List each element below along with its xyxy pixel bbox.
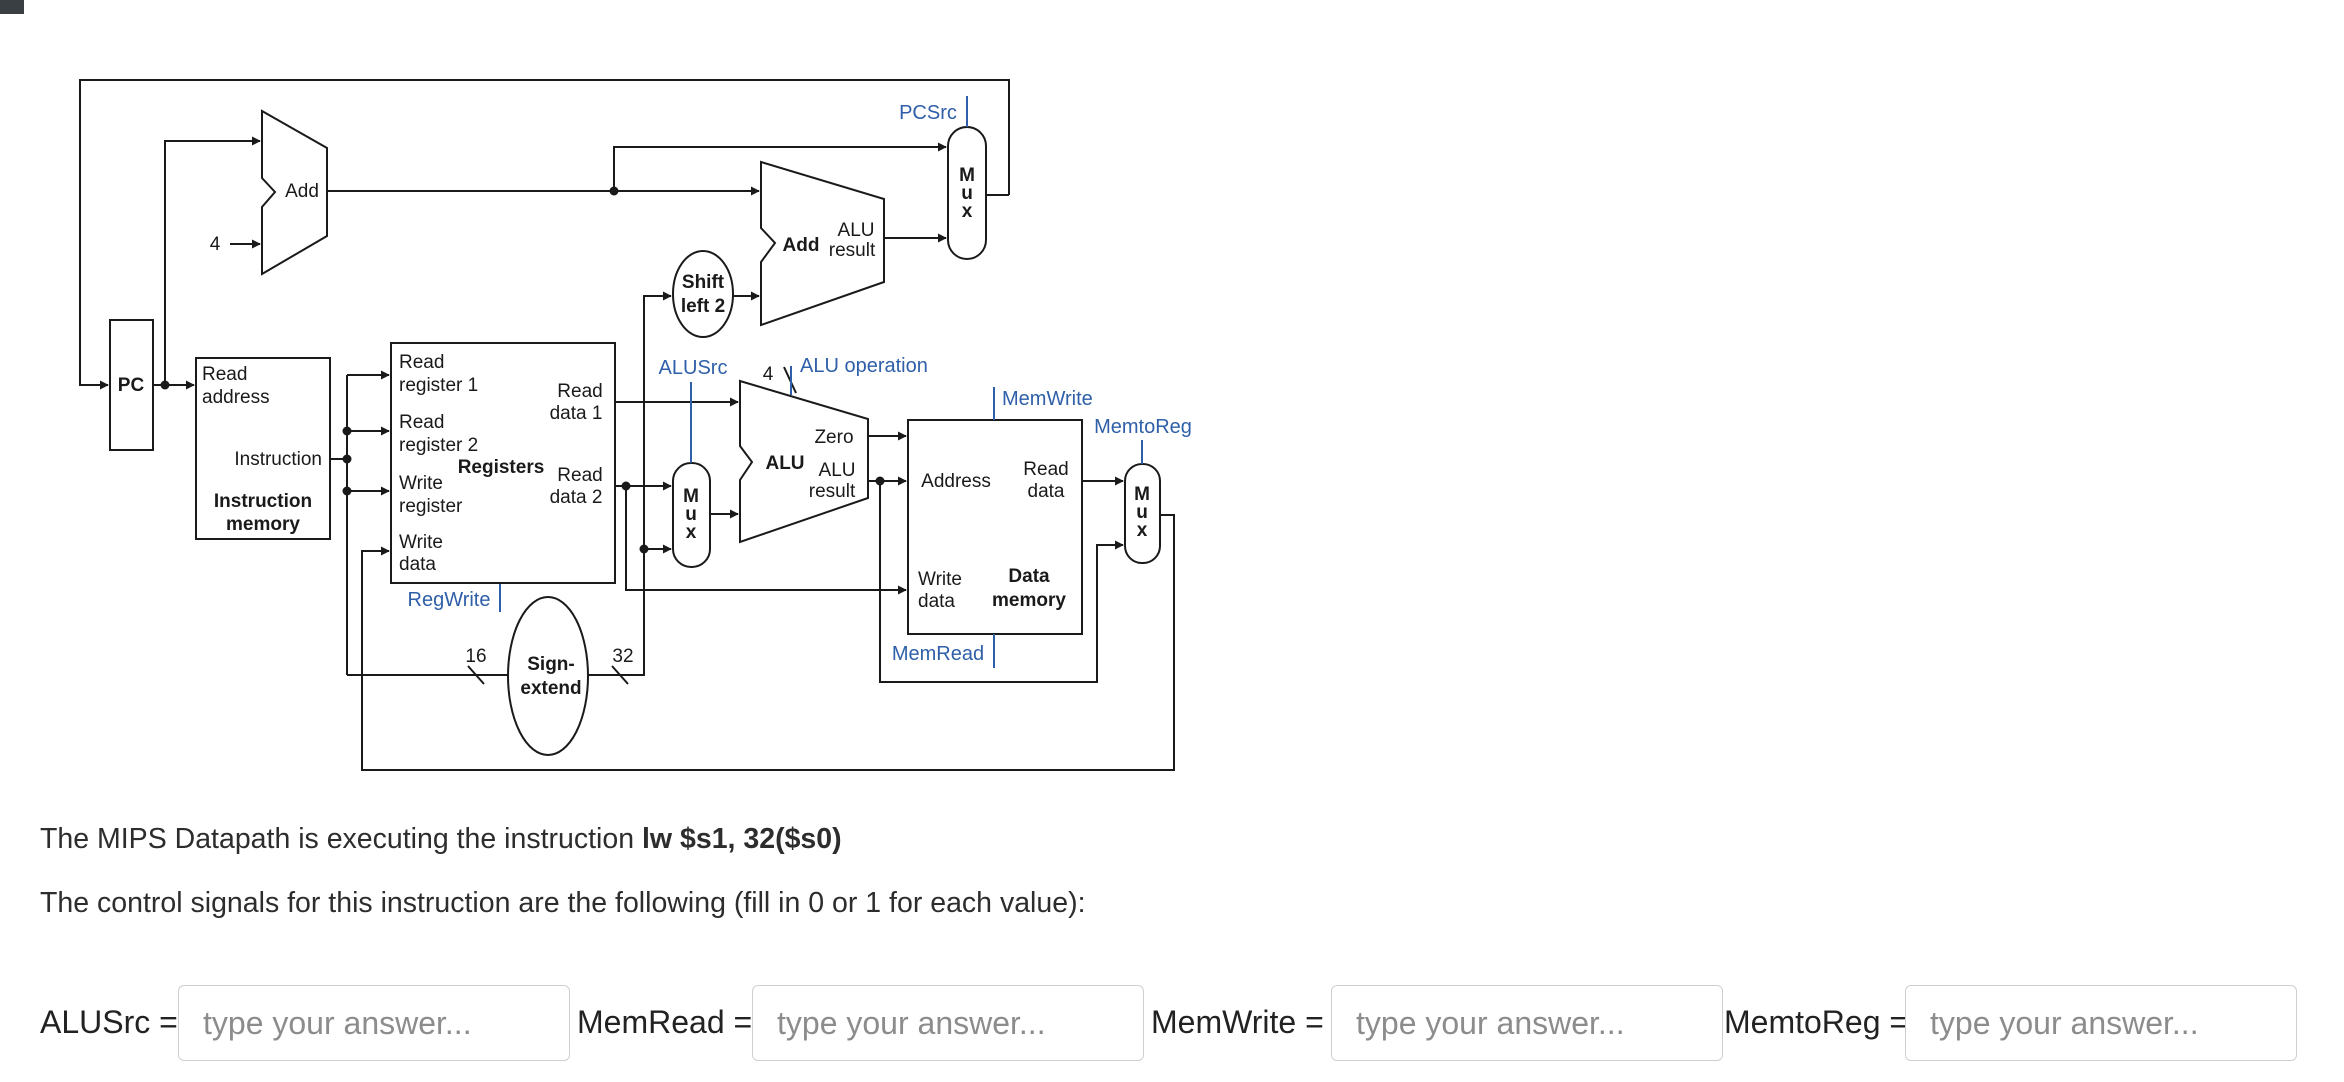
branch-adder-label: Add (783, 235, 820, 256)
alu-operation-bits: 4 (763, 364, 774, 385)
question-line-2: The control signals for this instruction… (40, 887, 1086, 919)
reg-read-register-2a: Read (399, 412, 444, 433)
reg-read-data-1b: data 1 (550, 403, 603, 424)
reg-write-data-b: data (399, 554, 436, 575)
alu (739, 379, 869, 544)
instruction-memory (195, 357, 331, 540)
sign-extend-unit (507, 596, 589, 756)
shift-label-1: Shift (682, 272, 725, 293)
reg-read-register-1a: Read (399, 352, 444, 373)
question-line-1: The MIPS Datapath is executing the instr… (40, 823, 842, 856)
sign-extend-label-2: extend (520, 678, 581, 699)
shift-left-2 (672, 250, 734, 338)
pcsrc-mux-m: M (959, 165, 975, 186)
reg-read-register-1b: register 1 (399, 375, 478, 396)
alusrc-mux-x: x (686, 522, 697, 543)
dmem-write-data-2: data (918, 591, 955, 612)
pcsrc-mux-u: u (961, 183, 973, 204)
dmem-read-data-2: data (1028, 481, 1065, 502)
registers-title: Registers (458, 457, 545, 478)
branch-alu-result-1: ALU (838, 220, 875, 241)
pc-adder (261, 109, 328, 276)
memwrite-signal-label: MemWrite (1002, 388, 1093, 410)
mips-datapath-diagram: PC Add 4 Shift left 2 Add ALU result M u… (79, 79, 1192, 771)
memtoreg-signal-label: MemtoReg (1094, 416, 1192, 438)
pc-adder-label: Add (285, 181, 319, 202)
alusrc-signal-label: ALUSrc (659, 357, 728, 379)
bus-width-32: 32 (612, 646, 633, 667)
imem-read-address-2: address (202, 387, 270, 408)
branch-adder (760, 160, 885, 327)
dmem-address-label: Address (921, 471, 991, 492)
reg-read-data-1a: Read (557, 381, 602, 402)
memwrite-answer-label: MemWrite = (1151, 1004, 1324, 1040)
alu-result-1: ALU (819, 460, 856, 481)
reg-write-register-b: register (399, 496, 463, 517)
pc-label: PC (118, 375, 145, 396)
memtoreg-answer-input[interactable] (1905, 985, 2297, 1061)
regwrite-signal-label: RegWrite (408, 589, 491, 611)
alusrc-answer-input[interactable] (178, 985, 570, 1061)
memtoreg-mux-m: M (1134, 484, 1150, 505)
reg-read-register-2b: register 2 (399, 435, 478, 456)
reg-read-data-2b: data 2 (550, 487, 603, 508)
dmem-write-data-1: Write (918, 569, 962, 590)
imem-title-1: Instruction (214, 491, 312, 512)
alu-label: ALU (765, 453, 804, 474)
question-prefix: The MIPS Datapath is executing the instr… (40, 823, 642, 855)
alu-zero-label: Zero (814, 427, 853, 448)
reg-write-data-a: Write (399, 532, 443, 553)
memtoreg-answer-label: MemtoReg = (1724, 1004, 1909, 1040)
branch-alu-result-2: result (829, 240, 876, 261)
reg-write-register-a: Write (399, 473, 443, 494)
alusrc-mux-u: u (685, 504, 697, 525)
pcsrc-mux-x: x (962, 201, 973, 222)
imem-read-address-1: Read (202, 364, 247, 385)
dmem-title-1: Data (1008, 566, 1050, 587)
memread-answer-input[interactable] (752, 985, 1144, 1061)
pcsrc-signal-label: PCSrc (899, 102, 957, 124)
constant-four: 4 (210, 234, 221, 255)
dmem-read-data-1: Read (1023, 459, 1068, 480)
memread-answer-label: MemRead = (577, 1004, 753, 1040)
memtoreg-mux-x: x (1137, 520, 1148, 541)
imem-instruction-port: Instruction (234, 449, 322, 470)
reg-read-data-2a: Read (557, 465, 602, 486)
alusrc-answer-label: ALUSrc = (40, 1004, 178, 1040)
bus-width-16: 16 (465, 646, 486, 667)
alusrc-mux-m: M (683, 486, 699, 507)
dmem-title-2: memory (992, 590, 1066, 611)
shift-label-2: left 2 (681, 296, 725, 317)
memwrite-answer-input[interactable] (1331, 985, 1723, 1061)
question-instruction: lw $s1, 32($s0) (641, 823, 842, 855)
alu-operation-signal-label: ALU operation (800, 355, 928, 377)
answer-row: ALUSrc = MemRead = MemWrite = MemtoReg = (0, 985, 2344, 1065)
corner-mark (0, 0, 24, 14)
memtoreg-mux-u: u (1136, 502, 1148, 523)
sign-extend-label-1: Sign- (527, 654, 575, 675)
alu-result-2: result (809, 481, 856, 502)
memread-signal-label: MemRead (892, 643, 984, 665)
register-file (390, 342, 616, 584)
imem-title-2: memory (226, 514, 300, 535)
